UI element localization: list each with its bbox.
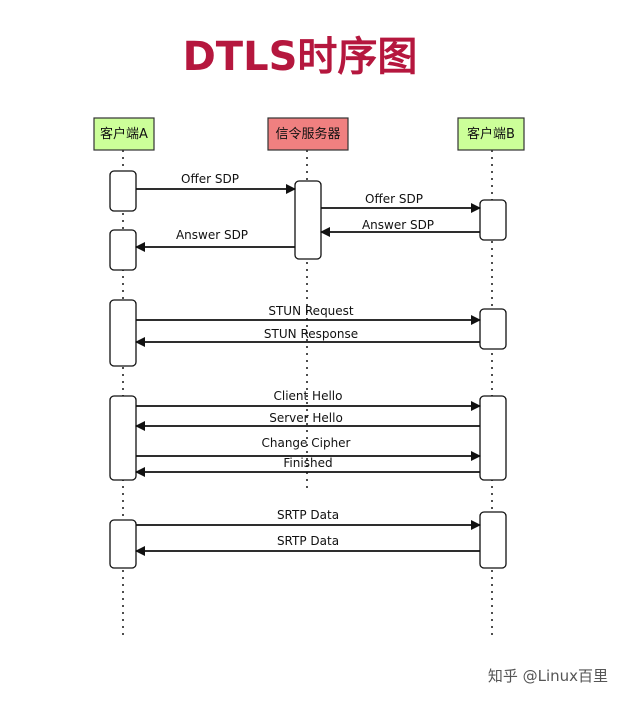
message-label: Client Hello: [274, 389, 343, 403]
message-srtp-a-to-b: SRTP Data: [136, 508, 481, 530]
message-label: SRTP Data: [277, 508, 339, 522]
message-label: STUN Response: [264, 327, 358, 341]
actor-client-b-label: 客户端B: [467, 126, 515, 142]
message-offer-a-to-server: Offer SDP: [136, 172, 296, 194]
activation-bar-a-offer: [109, 170, 137, 212]
activation-bar-b-offer: [479, 199, 507, 241]
activation-bar-b-srtp: [479, 511, 507, 569]
actor-client-a: 客户端A: [93, 117, 155, 151]
activation-bar-server: [294, 180, 322, 260]
actor-signal-server-box: [267, 117, 349, 151]
message-label: Offer SDP: [181, 172, 239, 186]
actor-signal-server-label: 信令服务器: [275, 126, 340, 142]
message-label: Change Cipher: [261, 436, 350, 450]
message-label: SRTP Data: [277, 534, 339, 548]
message-stun-response: STUN Response: [135, 327, 480, 347]
message-label: STUN Request: [268, 304, 354, 318]
actor-client-a-label: 客户端A: [100, 126, 148, 142]
activation-bar-a-stun: [109, 299, 137, 367]
activation-bar-a-handshake: [109, 395, 137, 481]
message-label: Answer SDP: [176, 228, 248, 242]
actor-client-b-box: [457, 117, 525, 151]
message-label: Offer SDP: [365, 192, 423, 206]
message-label: Answer SDP: [362, 218, 434, 232]
message-srtp-b-to-a: SRTP Data: [135, 534, 480, 556]
activation-bar-a-srtp: [109, 519, 137, 569]
message-client-hello: Client Hello: [136, 389, 481, 411]
message-answer-server-to-a: Answer SDP: [135, 228, 295, 252]
activation-bar-a-answer: [109, 229, 137, 271]
message-label: Finished: [283, 456, 332, 470]
message-answer-b-to-server: Answer SDP: [320, 218, 480, 237]
message-finished: Finished: [135, 456, 480, 477]
message-offer-server-to-b: Offer SDP: [321, 192, 481, 213]
actor-client-b: 客户端B: [457, 117, 525, 151]
actor-signal-server: 信令服务器: [267, 117, 349, 151]
message-stun-request: STUN Request: [136, 304, 481, 325]
message-server-hello: Server Hello: [135, 411, 480, 431]
message-change-cipher: Change Cipher: [136, 436, 481, 461]
activation-bar-b-stun: [479, 308, 507, 350]
watermark: 知乎 @Linux百里: [488, 667, 608, 685]
message-label: Server Hello: [269, 411, 343, 425]
activation-bar-b-handshake: [479, 395, 507, 481]
actor-client-a-box: [93, 117, 155, 151]
diagram-title: DTLS时序图: [183, 34, 418, 80]
